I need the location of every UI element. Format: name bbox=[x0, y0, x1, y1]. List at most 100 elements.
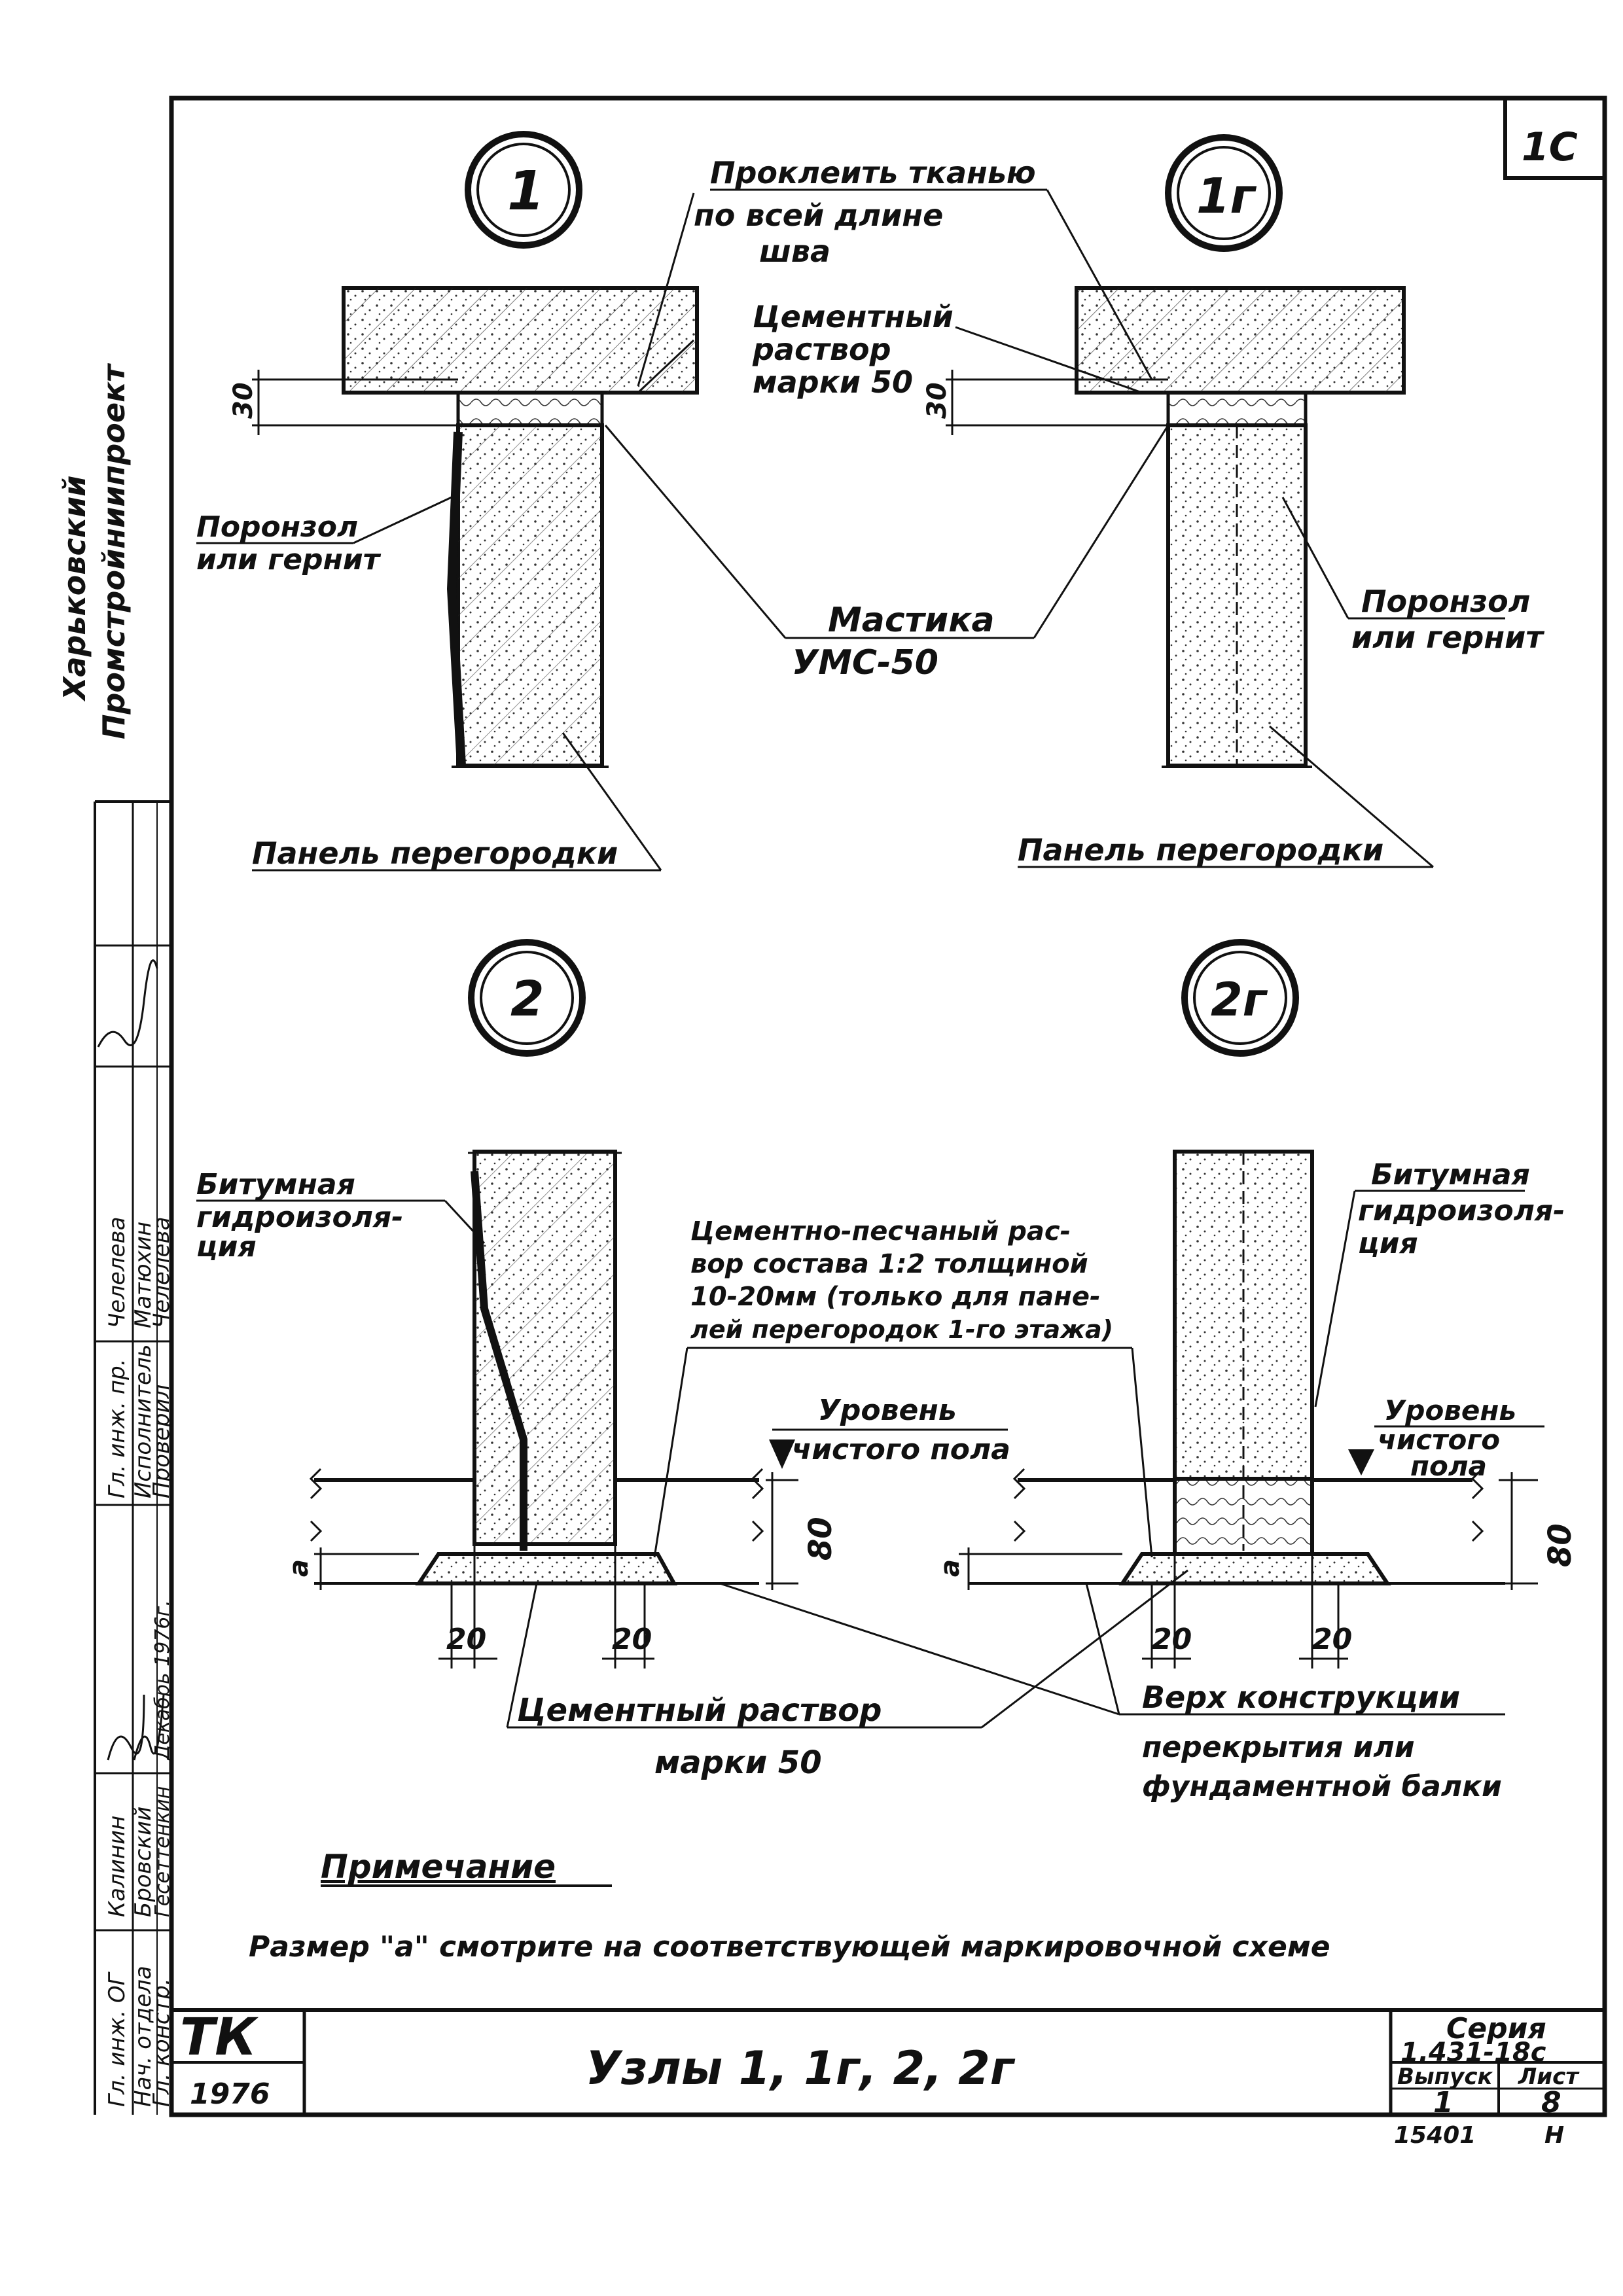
signature-1 bbox=[97, 959, 158, 1048]
label-poroizol-right: Поронзол или гернит bbox=[1281, 497, 1544, 655]
signature-2 bbox=[107, 1694, 145, 1761]
seria-label: Серия bbox=[1446, 2012, 1546, 2045]
prokleit-line-2: по всей длине bbox=[694, 198, 943, 233]
dim-30-right: 30 bbox=[922, 382, 952, 419]
tk-logo: ТК bbox=[180, 2008, 259, 2067]
side-stamp bbox=[94, 800, 173, 2115]
dim-20-left-b: 20 bbox=[612, 1623, 652, 1656]
dim-30-left: 30 bbox=[228, 382, 259, 419]
poroizol-left-line-2: или гернит bbox=[196, 543, 382, 576]
cement-bed-2 bbox=[415, 1552, 678, 1585]
bitum-left-line-2: гидроизоля- bbox=[196, 1201, 403, 1234]
side-date: Декабрь 1976г. bbox=[151, 1600, 174, 1761]
note-title: Примечание bbox=[321, 1848, 556, 1886]
label-mastika: Мастика УМС-50 bbox=[604, 425, 1169, 682]
level-right-line-2: чистого bbox=[1378, 1424, 1500, 1456]
side-name-1: Челелева bbox=[104, 1217, 130, 1328]
prokleit-line-1: Проклеить тканью bbox=[710, 155, 1036, 190]
cps-line-2: вор состава 1:2 толщиной bbox=[690, 1249, 1088, 1279]
side-name-3: Челелева bbox=[149, 1217, 175, 1328]
label-bitum-right: Битумная гидроизоля- ция bbox=[1314, 1158, 1565, 1407]
cps-line-1: Цементно-песчаный рас- bbox=[690, 1216, 1071, 1246]
bitum-left-line-3: ция bbox=[196, 1230, 257, 1263]
bitum-right-line-1: Битумная bbox=[1371, 1158, 1530, 1192]
label-verh: Верх конструкции перекрытия или фундамен… bbox=[719, 1582, 1505, 1803]
list-value: 8 bbox=[1541, 2086, 1561, 2119]
node-1-marker: 1 bbox=[465, 131, 582, 249]
dim-a-left: а bbox=[284, 1559, 314, 1577]
label-cement-top: Цементный раствор марки 50 bbox=[637, 299, 1143, 400]
label-cps: Цементно-песчаный рас- вор состава 1:2 т… bbox=[653, 1216, 1153, 1558]
label-panel-left: Панель перегородки bbox=[252, 732, 662, 872]
side-role-2: Исполнитель bbox=[130, 1344, 156, 1498]
level-left-line-1: Уровень bbox=[818, 1394, 957, 1427]
bitum-left-line-1: Битумная bbox=[196, 1168, 355, 1201]
poroizol-left-fill bbox=[446, 431, 466, 766]
panel-right-text: Панель перегородки bbox=[1018, 832, 1383, 868]
side-role-5: Нач. отдела bbox=[130, 1966, 156, 2107]
node-1g-drawing: 30 bbox=[922, 286, 1406, 768]
poroizol-right-line-1: Поронзол bbox=[1361, 584, 1530, 619]
title-block: ТК 1976 Узлы 1, 1г, 2, 2г Серия 1.431-18… bbox=[171, 2008, 1605, 2149]
mastika-line-1: Мастика bbox=[828, 601, 995, 640]
dim-80-left: 80 bbox=[802, 1517, 839, 1561]
dim-20-right-a: 20 bbox=[1152, 1623, 1192, 1656]
cps-line-3: 10-20мм (только для пане- bbox=[690, 1282, 1101, 1312]
side-name-5: Бровский bbox=[130, 1807, 156, 1917]
mastika-line-2: УМС-50 bbox=[792, 643, 938, 682]
label-panel-right: Панель перегородки bbox=[1018, 725, 1434, 868]
level-right-line-1: Уровень bbox=[1384, 1394, 1516, 1426]
node-1-drawing: 30 bbox=[228, 286, 699, 768]
node-2g-marker: 2г bbox=[1181, 939, 1299, 1057]
list-label: Лист bbox=[1518, 2064, 1580, 2090]
level-left-line-2: чистого пола bbox=[792, 1433, 1010, 1466]
dim-a-right: а bbox=[935, 1559, 965, 1577]
label-bitum-left: Битумная гидроизоля- ция bbox=[196, 1168, 486, 1263]
verh-line-3: фундаментной балки bbox=[1142, 1770, 1502, 1803]
cps-line-4: лей перегородок 1-го этажа) bbox=[690, 1315, 1113, 1344]
label-cement-bottom: Цементный раствор марки 50 bbox=[506, 1569, 1188, 1781]
cement-top-line-3: марки 50 bbox=[753, 364, 913, 400]
poroizol-left-line-1: Поронзол bbox=[196, 510, 358, 544]
code2-value: Н bbox=[1544, 2122, 1564, 2149]
dim-80-right: 80 bbox=[1542, 1523, 1578, 1567]
cement-bed-2g bbox=[1118, 1552, 1391, 1585]
bitum-right-line-2: гидроизоля- bbox=[1358, 1194, 1565, 1227]
cement-bottom-line-2: марки 50 bbox=[654, 1744, 822, 1781]
wood-block-right bbox=[1166, 391, 1308, 427]
outer-frame bbox=[169, 96, 1607, 2117]
side-org-line-1: Харьковский bbox=[57, 476, 92, 702]
label-level-left: Уровень чистого пола bbox=[769, 1394, 1010, 1469]
code-value: 15401 bbox=[1394, 2122, 1476, 2149]
sheet-number-box bbox=[1503, 98, 1605, 180]
side-name-4: Калинин bbox=[104, 1816, 130, 1917]
node-2g-label: 2г bbox=[1211, 973, 1268, 1027]
label-poroizol-left: Поронзол или гернит bbox=[196, 496, 452, 576]
node-1g-label: 1г bbox=[1196, 168, 1257, 224]
label-level-right: Уровень чистого пола bbox=[1348, 1394, 1544, 1482]
wood-block-left bbox=[456, 391, 604, 427]
seria-value: 1.431-18с bbox=[1400, 2038, 1546, 2068]
vypusk-value: 1 bbox=[1433, 2086, 1454, 2119]
side-org-line-2: Промстройниипроект bbox=[96, 363, 132, 739]
side-table-roles: Гл. инж. пр. Исполнитель Проверил Гл. ин… bbox=[104, 1344, 175, 2107]
side-signatures bbox=[97, 959, 165, 1761]
side-name-2: Матюхин bbox=[130, 1222, 156, 1328]
panel-left-text: Панель перегородки bbox=[252, 836, 618, 871]
side-role-3: Проверил bbox=[149, 1385, 175, 1498]
note-block: Примечание Размер "a" смотрите на соотве… bbox=[249, 1848, 1330, 1964]
side-role-4: Гл. инж. ОГ bbox=[104, 1971, 130, 2107]
node-1-label: 1 bbox=[507, 160, 544, 222]
side-role-6: Гл. констр. bbox=[149, 1978, 175, 2107]
dim-20-left-a: 20 bbox=[446, 1623, 486, 1656]
wood-block-2g bbox=[1173, 1477, 1314, 1556]
side-table-names: Челелева Матюхин Челелева Калинин Бровск… bbox=[104, 1217, 175, 1917]
side-role-1: Гл. инж. пр. bbox=[104, 1359, 130, 1498]
cement-top-line-2: раствор bbox=[752, 332, 891, 367]
node-2-marker: 2 bbox=[468, 939, 586, 1057]
bitum-right-line-3: ция bbox=[1358, 1227, 1418, 1260]
verh-line-2: перекрытия или bbox=[1142, 1731, 1415, 1764]
cement-bottom-line-1: Цементный раствор bbox=[517, 1692, 882, 1729]
level-right-line-3: пола bbox=[1410, 1450, 1487, 1482]
node-2-label: 2 bbox=[510, 971, 544, 1027]
